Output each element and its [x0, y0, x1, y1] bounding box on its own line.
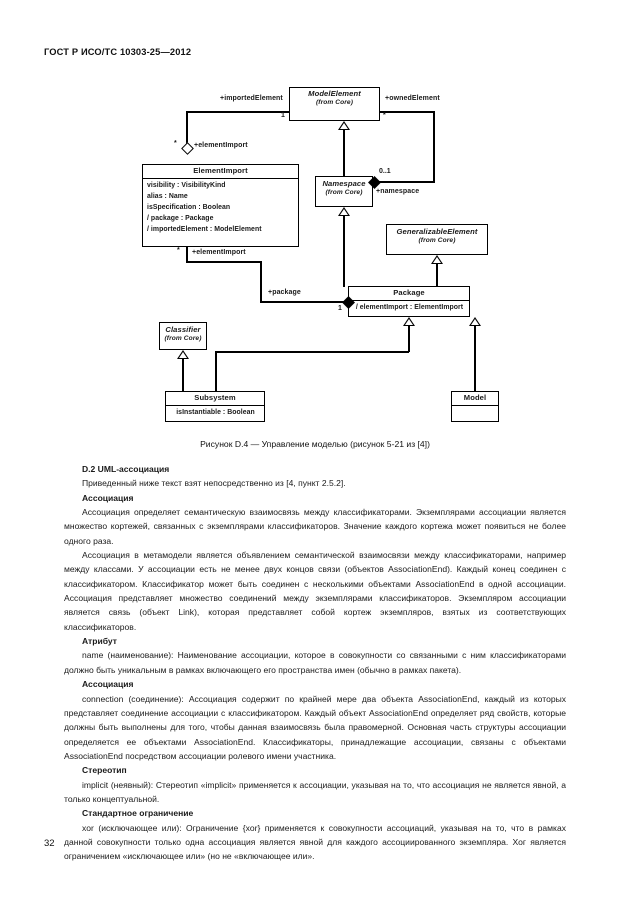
class-name-namespace: Namespace [322, 179, 366, 188]
class-attributes-package: / elementImport : ElementImport [349, 299, 469, 317]
assoc-label-owned-element: +ownedElement [385, 95, 440, 102]
section-heading: D.2 UML-ассоциация [82, 464, 170, 474]
assoc-line-package-h [260, 301, 350, 303]
multiplicity-package-left: 1 [338, 305, 342, 312]
attribute-row: visibility : VisibilityKind [147, 181, 226, 189]
multiplicity-model-element-right: * [383, 112, 386, 119]
class-box-model-element: ModelElement (from Core) [289, 87, 380, 121]
generalization-line-subsystem-package-v2 [408, 325, 410, 352]
class-name-model-element: ModelElement [308, 89, 361, 98]
class-name-classifier: Classifier [165, 325, 201, 334]
class-name-subsystem: Subsystem [194, 393, 236, 402]
class-stereotype-model-element: (from Core) [316, 98, 353, 106]
generalization-line-namespace-modelelement [343, 130, 345, 177]
block-heading-standard-constraint: Стандартное ограничение [82, 808, 194, 819]
assoc-label-element-import-bottom: +elementImport [192, 249, 246, 256]
class-box-model: Model [451, 391, 499, 422]
block-heading-stereotype: Стереотип [82, 765, 127, 776]
generalization-line-subsystem-package-h [215, 351, 409, 353]
class-box-namespace: Namespace (from Core) [315, 176, 373, 207]
block-paragraph: connection (соединение): Ассоциация соде… [64, 693, 566, 761]
generalization-line-model-package [474, 325, 476, 392]
assoc-line-imported-element-v [186, 111, 188, 147]
assoc-label-namespace-role: +namespace [376, 188, 420, 195]
assoc-line-package-v [260, 261, 262, 302]
assoc-line-owned-element-h [379, 111, 435, 113]
assoc-label-imported-element: +importedElement [220, 95, 283, 102]
multiplicity-element-import-bottom: * [177, 247, 180, 254]
assoc-label-element-import-top: +elementImport [194, 142, 248, 149]
class-attributes-subsystem: isInstantiable : Boolean [166, 404, 264, 422]
page-header: ГОСТ Р ИСО/ТС 10303-25—2012 [44, 47, 192, 57]
page-number: 32 [44, 838, 55, 849]
uml-class-diagram: ModelElement (from Core) Namespace (from… [120, 76, 520, 431]
block-heading-association-2: Ассоциация [82, 679, 134, 690]
assoc-line-owned-element-h2 [376, 181, 435, 183]
aggregation-diamond-imported-element [181, 142, 194, 155]
attribute-row: / elementImport : ElementImport [355, 303, 464, 311]
class-name-element-import: ElementImport [193, 166, 248, 175]
assoc-line-element-import-bottom-v [186, 247, 188, 262]
generalization-line-subsystem-package-v [215, 351, 217, 392]
block-paragraph: xor (исключающее или): Ограничение {xor}… [64, 822, 566, 862]
attribute-row: / importedElement : ModelElement [147, 225, 262, 233]
class-stereotype-classifier: (from Core) [164, 334, 202, 342]
assoc-label-package-role: +package [268, 289, 301, 296]
class-box-generalizable-element: GeneralizableElement (from Core) [386, 224, 488, 255]
class-box-subsystem: Subsystem isInstantiable : Boolean [165, 391, 265, 422]
class-box-package: Package / elementImport : ElementImport [348, 286, 470, 317]
section-intro: Приведенный ниже текст взят непосредстве… [82, 478, 346, 489]
class-name-model: Model [463, 393, 487, 402]
figure-caption: Рисунок D.4 — Управление моделью (рисуно… [200, 439, 430, 449]
generalization-line-subsystem-classifier [182, 359, 184, 392]
generalization-line-package-generalizable [436, 264, 438, 287]
assoc-line-imported-element-h [186, 111, 290, 113]
block-paragraph: name (наименование): Наименование ассоци… [64, 650, 566, 675]
class-name-package: Package [393, 288, 425, 297]
attribute-row: isSpecification : Boolean [147, 203, 231, 211]
block-paragraph: Ассоциация определяет семантическую взаи… [64, 507, 566, 546]
multiplicity-namespace-right: 0..1 [379, 168, 391, 175]
assoc-line-owned-element-v [433, 111, 435, 182]
class-stereotype-namespace: (from Core) [325, 188, 363, 196]
attribute-row: / package : Package [147, 214, 214, 222]
body-text: D.2 UML-ассоциация Приведенный ниже текс… [64, 462, 566, 864]
class-stereotype-generalizable-element: (from Core) [418, 236, 456, 244]
class-box-element-import: ElementImport visibility : VisibilityKin… [142, 164, 299, 247]
multiplicity-model-element-left: 1 [281, 112, 285, 119]
class-attributes-element-import: visibility : VisibilityKind alias : Name… [143, 177, 298, 239]
class-box-classifier: Classifier (from Core) [159, 322, 207, 350]
multiplicity-element-import-top: * [174, 140, 177, 147]
assoc-line-package-bridge [186, 261, 262, 263]
class-attributes-model [452, 404, 498, 423]
attribute-row: alias : Name [147, 192, 188, 200]
block-heading-attribute: Атрибут [82, 636, 117, 647]
block-paragraph: Ассоциация в метамодели является объявле… [64, 550, 566, 632]
generalization-line-package-namespace [343, 216, 345, 287]
attribute-row: isInstantiable : Boolean [176, 408, 255, 416]
class-name-generalizable-element: GeneralizableElement [396, 227, 478, 236]
block-paragraph: implicit (неявный): Стереотип «implicit»… [64, 779, 566, 804]
block-heading-association-1: Ассоциация [82, 492, 134, 503]
